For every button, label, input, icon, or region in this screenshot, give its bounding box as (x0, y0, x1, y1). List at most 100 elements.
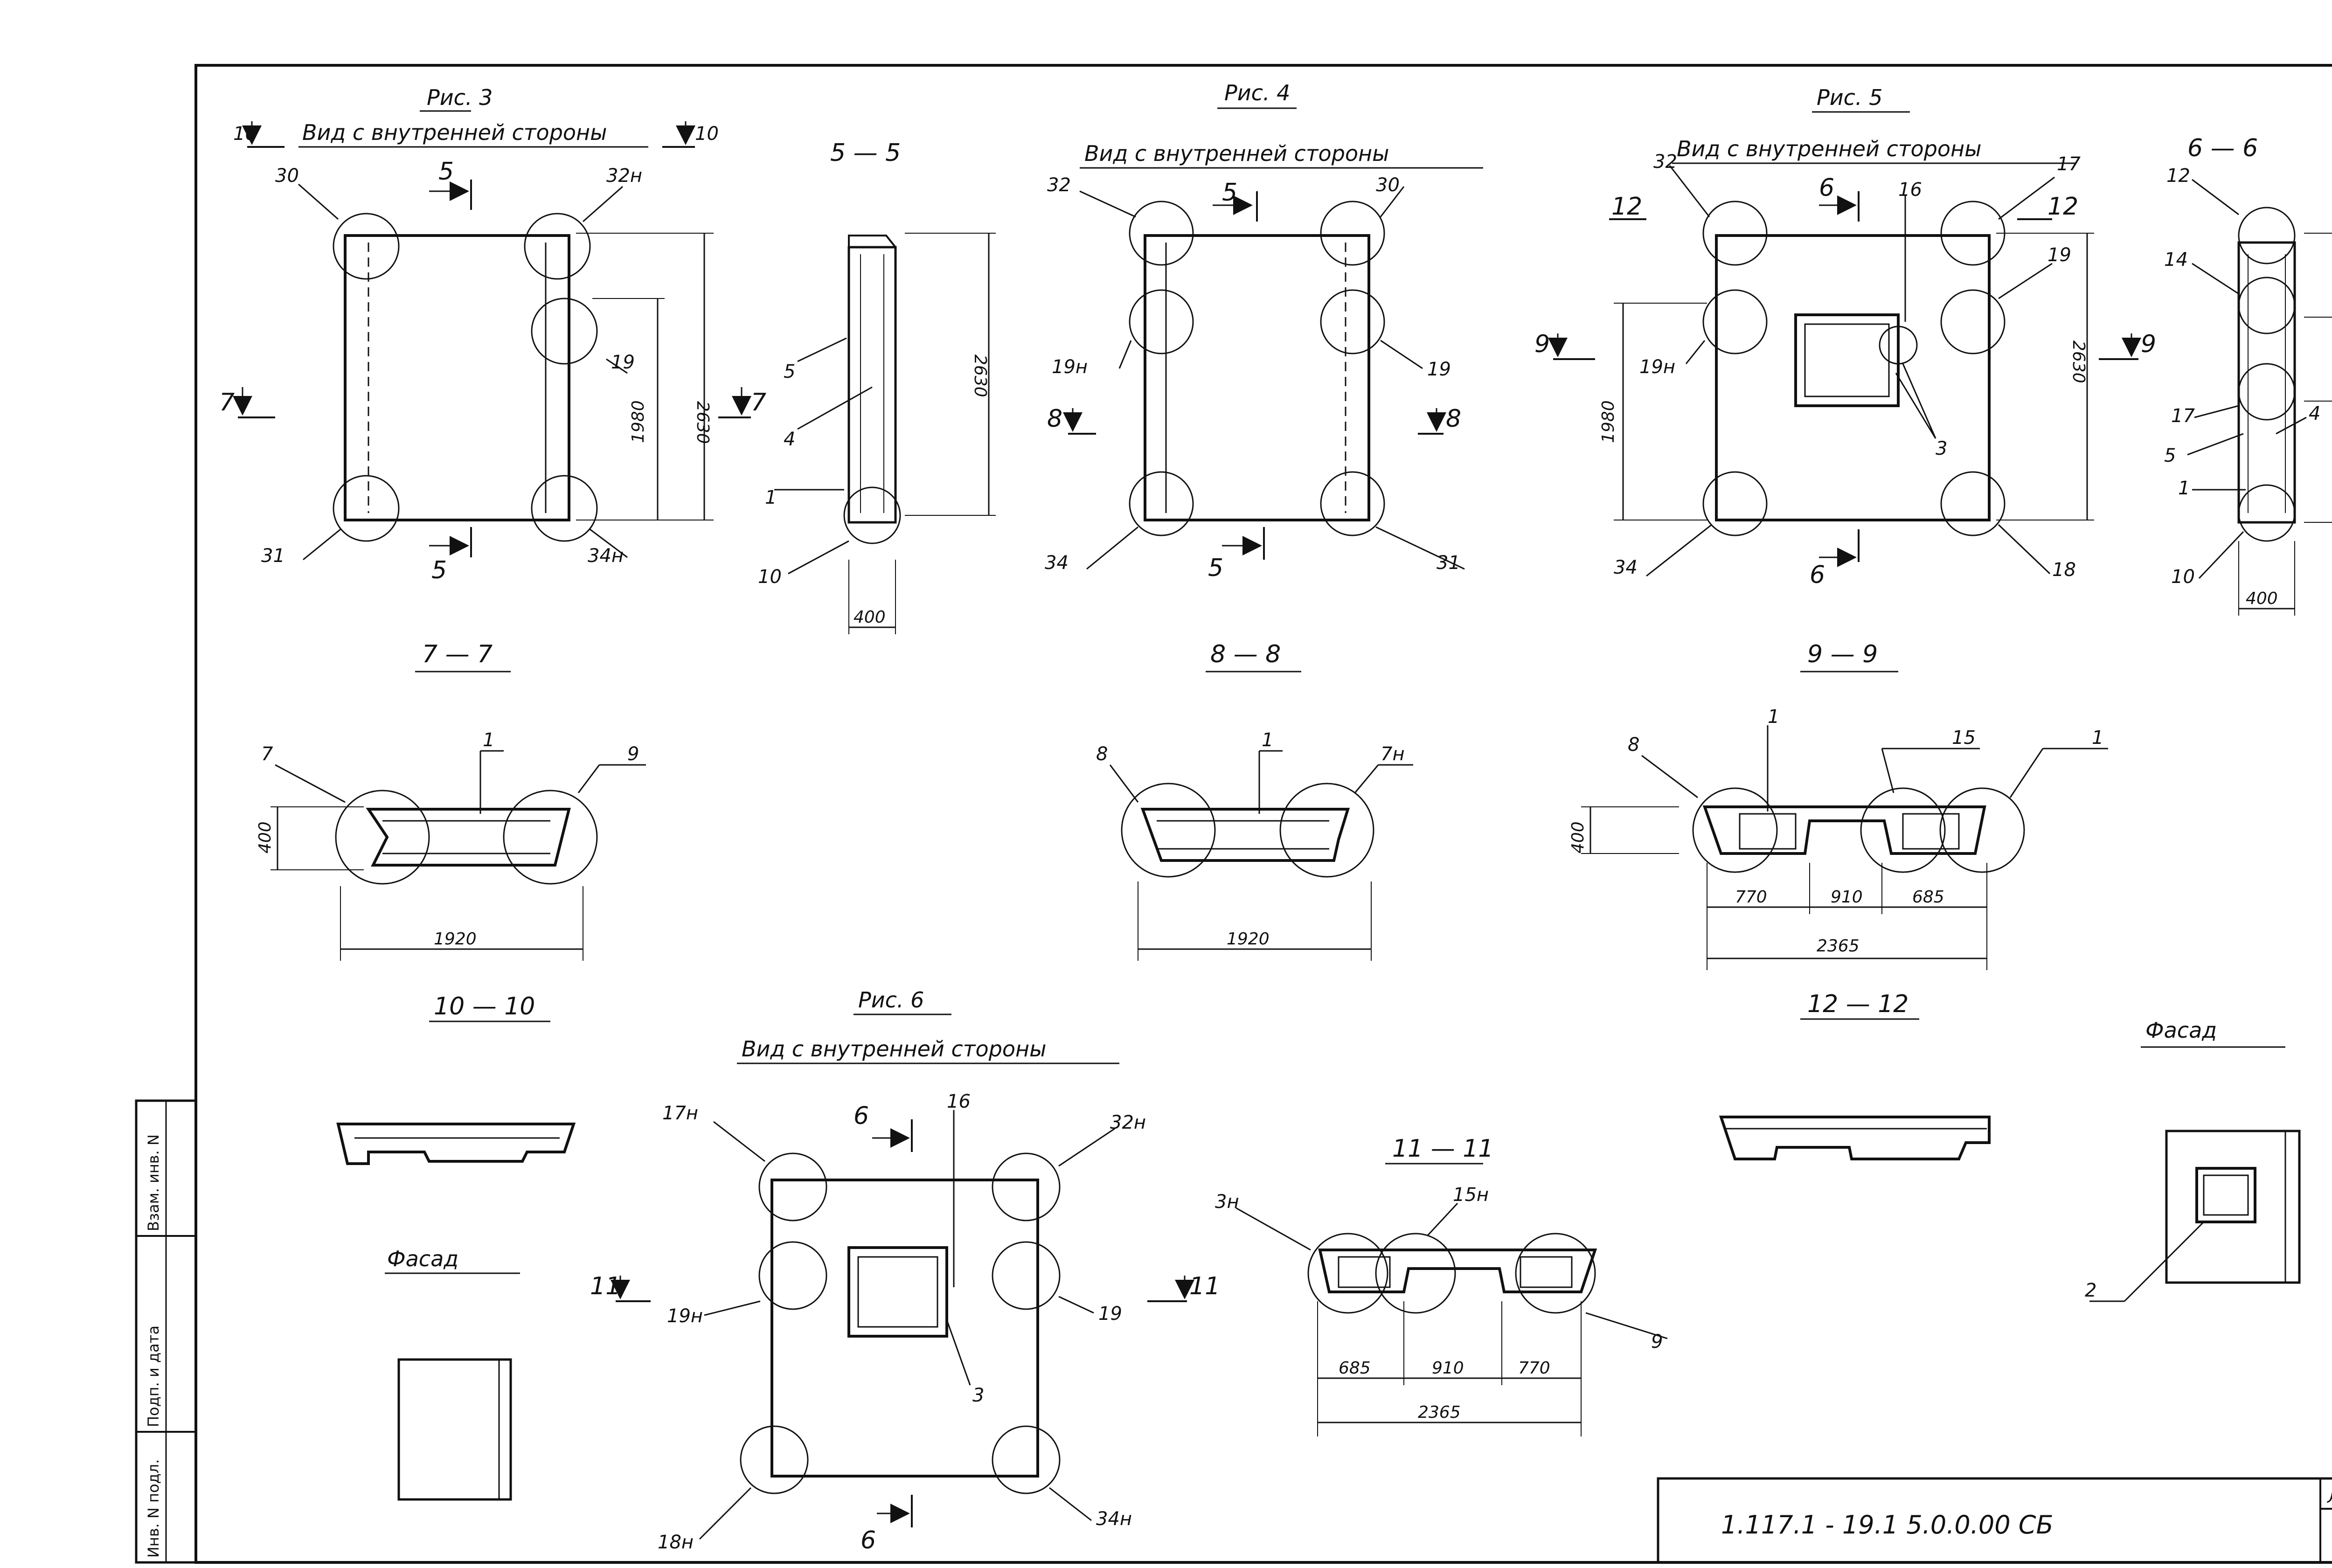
s7-callout-1: 1 (483, 729, 494, 751)
s5-callout-4: 4 (784, 429, 795, 450)
s9-dim-910: 910 (1831, 888, 1863, 907)
s8-title: 8 — 8 (1210, 640, 1281, 668)
fig5-title: Рис. 5 (1817, 85, 1882, 110)
sheet-frame (194, 64, 2332, 1564)
figure-4: Рис. 4 Вид с внутренней стороны 32 30 19… (1045, 80, 1483, 582)
s8-dim-1920: 1920 (1227, 930, 1270, 949)
s10-title: 10 — 10 (434, 992, 535, 1020)
s11-dim-910: 910 (1432, 1359, 1464, 1378)
fig6-callout-17n: 17н (662, 1103, 698, 1124)
s9-dim-770: 770 (1735, 888, 1767, 907)
fig6-cut-6-bottom: 6 (861, 1526, 876, 1554)
s6-callout-14: 14 (2164, 249, 2188, 271)
fig4-cut-5-bottom: 5 (1208, 554, 1223, 582)
s9-callout-1b: 1 (2092, 727, 2103, 749)
s5-dim-2630: 2630 (971, 354, 990, 397)
s11-dim-685: 685 (1339, 1359, 1371, 1378)
fig3-callout-30: 30 (275, 165, 299, 187)
s6-callout-4: 4 (2309, 403, 2320, 424)
fig3-callout-19: 19 (611, 352, 635, 373)
s6-callout-12: 12 (2166, 165, 2190, 187)
s7-dim-400: 400 (256, 821, 275, 853)
sheet-label: Лист (2326, 1488, 2332, 1507)
fig3-cut-10-right: 10 (695, 123, 719, 145)
fig4-callout-30: 30 (1376, 174, 1400, 196)
s6-callout-5: 5 (2164, 445, 2176, 466)
fig5-cut-12-left: 12 (1611, 193, 1642, 221)
fig4-cut-5-top: 5 (1222, 179, 1237, 207)
fig4-subtitle: Вид с внутренней стороны (1084, 141, 1389, 166)
s6-title: 6 — 6 (2187, 134, 2258, 162)
section-12-12: 12 — 12 (1719, 990, 1991, 1160)
fig4-title: Рис. 4 (1224, 80, 1290, 105)
fig3-callout-34n: 34н (588, 545, 624, 567)
fig5-cut-9-right: 9 (2141, 330, 2156, 358)
left-stamp-strip: Инв. N подл. Подп. и дата Взам. инв. N (135, 1099, 197, 1564)
fig5-cut-12-right: 12 (2047, 193, 2078, 221)
s7-callout-9: 9 (627, 743, 639, 765)
fig6-cut-11-right: 11 (1189, 1272, 1220, 1300)
fig3-dim-2630: 2630 (693, 401, 712, 444)
s5-title: 5 — 5 (830, 139, 901, 167)
s9-callout-15: 15 (1952, 727, 1976, 749)
s11-callout-3n: 3н (1215, 1191, 1239, 1213)
s9-callout-8: 8 (1628, 734, 1639, 756)
facade-left: Фасад (385, 1246, 520, 1501)
s6-callout-10: 10 (2171, 566, 2195, 588)
section-11-11: 11 — 11 3н 15н 9 685 910 770 2365 (1215, 1135, 1668, 1436)
s7-dim-1920: 1920 (434, 930, 477, 949)
fig3-title: Рис. 3 (427, 85, 493, 110)
s11-callout-15n: 15н (1453, 1184, 1489, 1206)
fig5-callout-17: 17 (2057, 153, 2081, 175)
fig5-cut-9-left: 9 (1534, 330, 1550, 358)
fig4-callout-34: 34 (1045, 552, 1069, 574)
s12-title: 12 — 12 (1807, 990, 1909, 1018)
s5-callout-10: 10 (758, 566, 782, 588)
s8-callout-1: 1 (1262, 729, 1273, 751)
fig4-callout-32: 32 (1047, 174, 1071, 196)
fig6-callout-32n: 32н (1110, 1112, 1146, 1133)
s5-callout-5: 5 (784, 361, 795, 382)
fig6-cut-11-left: 11 (590, 1272, 621, 1300)
strip-sign-date: Подп. и дата (145, 1325, 162, 1427)
figure-6: Рис. 6 Вид с внутренней стороны 17н 16 3… (590, 987, 1220, 1554)
section-5-5: 5 — 5 2630 400 5 4 1 10 (758, 139, 996, 634)
section-6-6: 6 — 6 645 910 1075 400 12 14 4 17 5 1 10 (2164, 134, 2332, 616)
fig4-callout-31: 31 (1437, 552, 1460, 574)
strip-inv-no: Инв. N подл. (145, 1459, 162, 1558)
s11-dim-2365: 2365 (1418, 1403, 1461, 1422)
fig3-cut-10-left: 10 (233, 123, 257, 145)
s6-dim-400: 400 (2246, 589, 2278, 608)
s9-callout-1a: 1 (1768, 706, 1779, 728)
s9-title: 9 — 9 (1807, 640, 1878, 668)
fig4-callout-19: 19 (1427, 359, 1451, 380)
s5-dim-400: 400 (854, 608, 886, 627)
fig5-callout-19: 19 (2047, 244, 2071, 266)
fig3-cut-5-top: 5 (438, 158, 454, 186)
figure-3: Рис. 3 Вид с внутренней стороны 30 32н 1… (219, 85, 766, 584)
fig6-callout-19n: 19н (667, 1305, 703, 1327)
fig4-cut-8-right: 8 (1446, 405, 1461, 433)
s9-dim-685: 685 (1912, 888, 1944, 907)
facade-callout-2: 2 (2085, 1280, 2096, 1301)
fig6-callout-16: 16 (947, 1091, 971, 1112)
s11-dim-770: 770 (1518, 1359, 1550, 1378)
fig5-subtitle: Вид с внутренней стороны (1677, 136, 1981, 161)
s7-title: 7 — 7 (422, 640, 493, 668)
s7-callout-7: 7 (261, 743, 273, 765)
section-10-10: 10 — 10 (336, 992, 576, 1165)
s8-callout-8: 8 (1096, 743, 1108, 765)
s6-callout-1: 1 (2178, 478, 2190, 499)
figure-5: Рис. 5 Вид с внутренней стороны 32 16 17… (1534, 85, 2156, 589)
facade-left-label: Фасад (387, 1246, 458, 1271)
fig5-callout-32: 32 (1653, 151, 1677, 173)
s9-dim-400: 400 (1569, 821, 1588, 853)
fig3-cut-7-right: 7 (751, 389, 766, 416)
fig5-cut-6-bottom: 6 (1810, 561, 1825, 589)
facade-right-label: Фасад (2145, 1018, 2217, 1043)
s9-dim-2365: 2365 (1817, 937, 1860, 956)
section-8-8: 8 — 8 8 1 7н 1920 (1096, 640, 1413, 961)
fig4-cut-8-left: 8 (1047, 405, 1062, 433)
facade-right: Фасад 2 (2085, 1018, 2301, 1302)
